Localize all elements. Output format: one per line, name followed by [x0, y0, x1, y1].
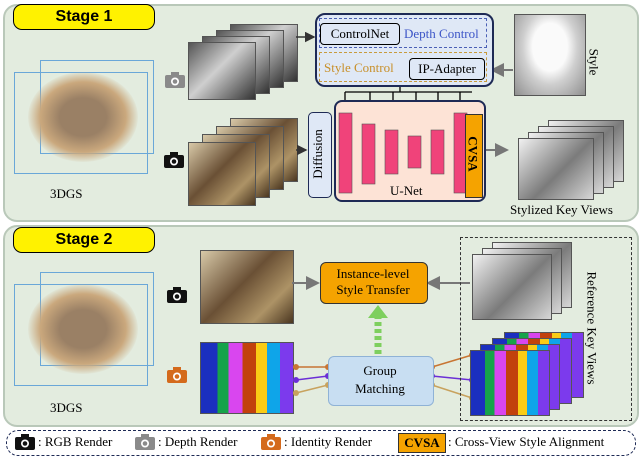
legend-cvsa-badge: CVSA [398, 433, 446, 453]
depth-control-label: Depth Control [404, 26, 479, 41]
unet-bars [338, 112, 468, 194]
legend-depth-camera-icon [135, 434, 155, 450]
stage2-rgb-camera-icon [167, 287, 187, 303]
group-matching-label: Group Matching [355, 363, 405, 396]
style-control-label: Style Control [324, 60, 394, 75]
legend-depth-label: : Depth Render [158, 434, 238, 449]
controlnet-box: ControlNet [320, 23, 400, 45]
group-matching-box [328, 356, 434, 406]
legend-rgb-camera-icon [15, 434, 35, 450]
stage2-identity-image [200, 342, 294, 414]
legend-identity-camera-icon [261, 434, 281, 450]
rgb-camera-icon [164, 152, 184, 168]
style-control-region [319, 52, 487, 82]
instance-style-transfer-box [320, 262, 428, 304]
stage1-title: Stage 1 [13, 4, 155, 30]
depth-control-region [319, 18, 487, 48]
stage2-3dgs-label: 3DGS [50, 400, 83, 415]
stage1-3dgs-label: 3DGS [50, 186, 83, 201]
stylized-key-views-label: Stylized Key Views [510, 202, 613, 217]
unet-label: U-Net [390, 183, 423, 198]
diffusion-box [308, 112, 332, 198]
legend-rgb-label: : RGB Render [38, 434, 113, 449]
reference-key-views-region [460, 237, 632, 421]
cvsa-bar [465, 114, 483, 198]
instance-style-transfer-label: Instance-level Style Transfer [336, 266, 410, 297]
style-image [514, 14, 586, 96]
legend-identity-label: : Identity Render [284, 434, 373, 449]
stage2-rgb-image [200, 250, 294, 324]
reference-key-views-label: Reference Key Views [584, 271, 600, 385]
ip-adapter-box: IP-Adapter [409, 58, 485, 80]
depth-camera-icon [165, 72, 185, 88]
legend-cvsa-label: : Cross-View Style Alignment [448, 434, 605, 449]
stage2-identity-camera-icon [167, 367, 187, 383]
legend-box [6, 430, 636, 456]
stage2-title: Stage 2 [13, 227, 155, 253]
